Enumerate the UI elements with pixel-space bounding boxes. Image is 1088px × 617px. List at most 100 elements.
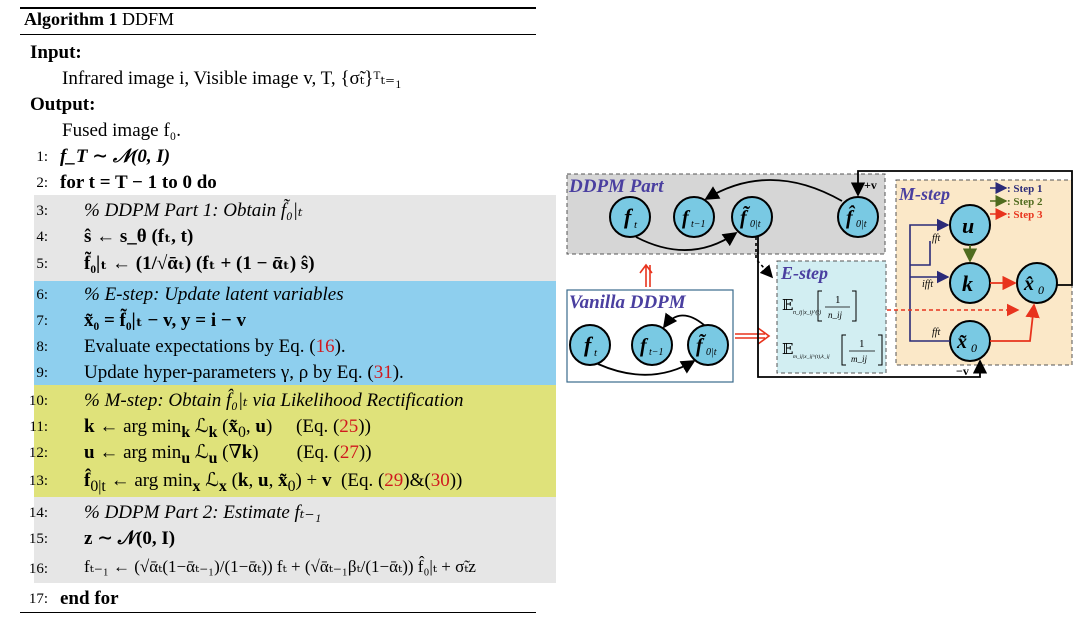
svg-text:𝔼: 𝔼	[782, 298, 793, 314]
svg-text:t: t	[594, 347, 598, 359]
eq-ref-16[interactable]: 16	[315, 336, 335, 357]
red-right-arrow	[735, 327, 771, 345]
line-number: 15:	[28, 531, 48, 547]
svg-text:t−1: t−1	[649, 347, 664, 358]
ddfm-diagram: DDPM Part Vanilla DDPM E-step M-step : S…	[566, 170, 1073, 383]
line-2: for t = T − 1 to 0 do	[60, 172, 217, 193]
line-8: Evaluate expectations by Eq. (16).	[84, 336, 346, 357]
band-e-step	[34, 281, 556, 385]
line-number: 12:	[28, 445, 48, 461]
line-number: 3:	[36, 203, 48, 219]
line-10: % M-step: Obtain f̂₀|ₜ via Likelihood Re…	[84, 390, 464, 411]
svg-text:t: t	[634, 219, 638, 231]
svg-text:u: u	[962, 213, 974, 238]
eq-ref-31[interactable]: 31	[373, 362, 393, 383]
svg-text:f: f	[584, 332, 594, 357]
arrow-step1-fft-u	[909, 218, 950, 342]
title-rule	[20, 34, 536, 35]
vanilla-node-f-t: f t	[569, 324, 611, 366]
input-label: Input:	[30, 42, 82, 63]
legend-step-1: : Step 1	[1007, 183, 1042, 195]
svg-text:0: 0	[1038, 283, 1044, 297]
line-number: 16:	[28, 561, 48, 577]
line-13: f̂0|t ← arg minx ℒx (k, u, x̃0) + v (Eq.…	[84, 470, 463, 495]
line-number: 17:	[28, 591, 48, 607]
ifft-label: ifft	[922, 279, 933, 290]
eq-ref-30[interactable]: 30	[430, 470, 450, 491]
line-number: 8:	[36, 339, 48, 355]
plus-v-label: +v	[864, 178, 877, 192]
algorithm-title-label: Algorithm 1	[24, 9, 118, 29]
svg-text:0: 0	[971, 341, 977, 355]
line-4: ŝ ← s_θ (fₜ, t)	[84, 226, 194, 247]
minus-v-label: −v	[956, 364, 969, 378]
svg-text:x̃: x̃	[956, 331, 968, 353]
fft-label-top: fft	[932, 233, 941, 244]
line-number: 13:	[28, 473, 48, 489]
vanilla-arrow-ft-to-ftilde	[597, 360, 696, 376]
line-number: 2:	[36, 175, 48, 191]
band-ddpm-part-1	[34, 195, 556, 281]
algorithm-block: Algorithm 1 DDFM Input: Infrared image i…	[20, 7, 556, 613]
legend-step-2: : Step 2	[1007, 196, 1043, 208]
m-step-label: M-step	[898, 184, 950, 204]
expectation-n: 𝔼 n_ij|x_ij^(t) 1 n_ij	[782, 290, 857, 322]
band-ddpm-part-2	[34, 497, 556, 583]
node-x-hat-0: x̂ 0	[1016, 262, 1058, 304]
svg-text:f: f	[682, 207, 691, 229]
line-number: 5:	[36, 256, 48, 272]
svg-text:0|t: 0|t	[856, 219, 867, 230]
line-14: % DDPM Part 2: Estimate fₜ₋₁	[84, 502, 322, 523]
svg-text:x̂: x̂	[1023, 273, 1034, 295]
algorithm-title: Algorithm 1 DDFM	[24, 8, 174, 30]
svg-text:f̂: f̂	[846, 204, 856, 229]
ddpm-part-label: DDPM Part	[568, 176, 664, 197]
e-step-box	[776, 260, 887, 374]
arrow-fhat-to-ftm1	[704, 179, 843, 202]
arrow-step3-xtilde-to-xhat	[990, 303, 1040, 342]
fft-label-bottom: fft	[932, 327, 941, 338]
eq-ref-25[interactable]: 25	[339, 416, 359, 437]
node-f-tilde-0t: f̃ 0|t	[731, 196, 773, 238]
line-number: 9:	[36, 365, 48, 381]
input-text: Infrared image i, Visible image v, T, {σ…	[62, 68, 402, 89]
eq-ref-27[interactable]: 27	[339, 442, 359, 463]
svg-text:m_ij: m_ij	[851, 354, 868, 364]
vanilla-node-f-tilde-0t: f̃ 0|t	[687, 324, 729, 366]
arrow-ftilde-to-xtilde	[757, 237, 988, 378]
line-1: f_T ∼ 𝒩(0, I)	[60, 146, 171, 167]
line-6: % E-step: Update latent variables	[84, 284, 344, 305]
expectation-m: 𝔼 m_ij|x_ij^(t),k_ij 1 m_ij	[782, 334, 883, 366]
eq-ref-29[interactable]: 29	[384, 470, 404, 491]
line-number: 1:	[36, 149, 48, 165]
output-text: Fused image f₀.	[62, 120, 182, 141]
line-9: Update hyper-parameters γ, ρ by Eq. (31)…	[84, 362, 404, 383]
svg-text:1: 1	[835, 294, 841, 306]
line-12: u ← arg minu ℒu (∇k) (Eq. (27))	[84, 442, 372, 467]
line-number: 4:	[36, 229, 48, 245]
line-number: 10:	[28, 393, 48, 409]
vanilla-node-f-t-minus-1: f t−1	[631, 324, 673, 366]
line-15: z ∼ 𝒩(0, I)	[84, 528, 176, 549]
line-17: end for	[60, 588, 119, 609]
svg-text:n_ij|x_ij^(t): n_ij|x_ij^(t)	[793, 309, 821, 316]
arrow-ftilde-to-estep	[755, 237, 774, 279]
svg-text:f: f	[640, 335, 649, 357]
svg-text:1: 1	[859, 338, 865, 350]
algorithm-title-name: DDFM	[122, 9, 175, 29]
legend: : Step 1 : Step 2 : Step 3	[990, 182, 1043, 221]
line-5: f̃₀|ₜ ← (1/√ᾱₜ) (fₜ + (1 − ᾱₜ) ŝ)	[84, 253, 315, 274]
line-number: 6:	[36, 287, 48, 303]
node-x-tilde-0: x̃ 0	[949, 320, 991, 362]
bottom-rule	[20, 612, 536, 613]
svg-text:0|t: 0|t	[750, 219, 761, 230]
svg-text:0|t: 0|t	[706, 347, 717, 358]
node-f-t-minus-1: f t−1	[673, 196, 715, 238]
line-11: k ← arg mink ℒk (x̃0, u) (Eq. (25))	[84, 416, 371, 441]
vanilla-arrow-ftilde-to-ftm1	[662, 312, 705, 329]
arrow-feedback-plus-v	[850, 170, 1073, 286]
svg-text:f̃: f̃	[696, 333, 707, 357]
line-number: 7:	[36, 313, 48, 329]
e-step-label: E-step	[780, 263, 828, 283]
node-u: u	[949, 204, 991, 246]
